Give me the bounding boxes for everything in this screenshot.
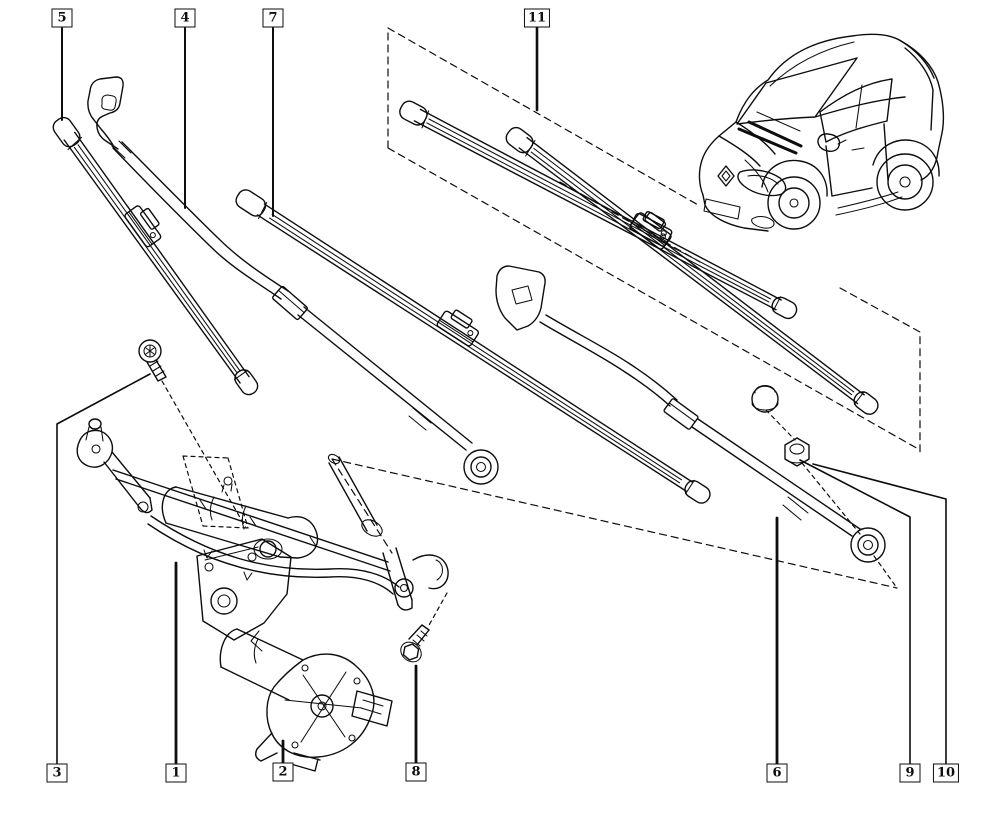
callout-box-11[interactable]: 11 — [523, 8, 551, 28]
callout-box-9[interactable]: 9 — [899, 763, 921, 783]
callout-box-4[interactable]: 4 — [174, 8, 196, 28]
callout-box-7[interactable]: 7 — [262, 8, 284, 28]
nut-9-drawing — [784, 437, 810, 467]
car-illustration — [698, 33, 945, 232]
cap-10-drawing — [751, 384, 779, 413]
wiper-arm-rear-right-drawing — [495, 265, 886, 563]
wiper-blade-left-drawing — [52, 116, 259, 396]
car-wipers-highlight — [737, 120, 803, 155]
callout-box-8[interactable]: 8 — [405, 762, 427, 782]
callout-box-5[interactable]: 5 — [51, 8, 73, 28]
wiper-blade-right-drawing — [235, 189, 711, 504]
wiper-motor-drawing — [219, 628, 393, 772]
leader-line-9 — [799, 459, 911, 764]
callout-box-6[interactable]: 6 — [766, 763, 788, 783]
wiper-linkage-assembly-drawing — [76, 418, 449, 641]
callout-box-2[interactable]: 2 — [272, 762, 294, 782]
screw-8-drawing — [400, 624, 430, 663]
callout-box-1[interactable]: 1 — [165, 763, 187, 783]
screw-3-drawing — [138, 339, 167, 382]
wiper-blade-kit-drawing — [399, 100, 879, 415]
leader-line-3 — [56, 373, 151, 764]
callout-leader-lines — [56, 26, 947, 765]
callout-box-3[interactable]: 3 — [46, 763, 68, 783]
leader-line-10 — [812, 463, 947, 764]
callout-box-10[interactable]: 10 — [932, 763, 960, 783]
wiper-arm-left-drawing — [87, 76, 499, 485]
